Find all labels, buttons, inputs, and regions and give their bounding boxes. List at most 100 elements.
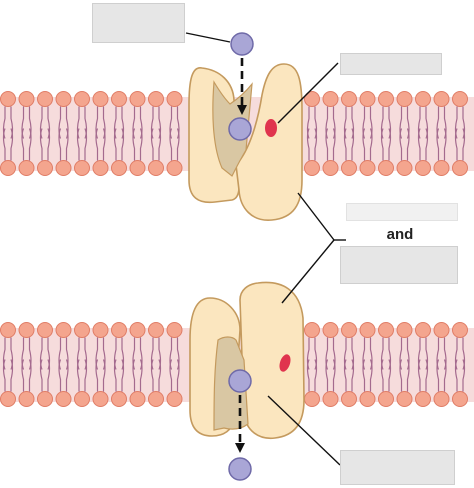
lipid-tail <box>84 337 88 370</box>
lipid-tail <box>425 106 429 139</box>
lipid-tail <box>169 128 173 161</box>
phospholipid-head <box>322 322 339 338</box>
phospholipid-head <box>148 91 164 107</box>
phospholipid-head <box>111 91 127 107</box>
lipid-tail <box>139 106 143 139</box>
lipid-tail <box>343 106 347 139</box>
phospholipid-head <box>92 391 109 407</box>
label-box-binding-site[interactable] <box>340 53 442 75</box>
lipid-tail <box>121 106 125 139</box>
phospholipid-head <box>111 160 127 176</box>
lipid-tail <box>351 106 355 139</box>
lipid-tail <box>65 337 69 370</box>
lipid-tail <box>139 359 143 392</box>
phospholipid-head <box>341 391 357 407</box>
lipid-tail <box>150 337 154 370</box>
lipid-tail <box>332 359 336 392</box>
lipid-tail <box>443 359 447 392</box>
phospholipid-head <box>18 91 35 107</box>
label-box-term-two[interactable] <box>340 246 458 284</box>
lipid-tail <box>362 337 366 370</box>
label-box-released-solute[interactable] <box>340 450 455 485</box>
solute-bound-icon <box>228 117 252 141</box>
lipid-tail <box>380 106 384 139</box>
phospholipid-head <box>378 91 394 107</box>
lipid-tail <box>306 128 310 161</box>
lipid-tail <box>325 359 329 392</box>
lipid-tail <box>84 106 88 139</box>
phospholipid-tails <box>2 106 466 161</box>
phospholipid-tails <box>2 337 466 392</box>
phospholipid-head <box>0 160 16 176</box>
lipid-tail <box>399 337 403 370</box>
phospholipid-head <box>322 391 339 407</box>
carrier-protein-open-outside <box>188 63 303 221</box>
leader-line-protein-top <box>297 192 335 241</box>
phospholipid-head <box>55 160 72 176</box>
lipid-tail <box>39 106 43 139</box>
lipid-tail <box>158 128 162 161</box>
phospholipid-head <box>0 391 16 407</box>
lipid-tail <box>113 128 117 161</box>
lipid-tail <box>121 359 125 392</box>
lipid-tail <box>454 337 458 370</box>
protein-right-subunit <box>239 281 305 439</box>
label-box-term-one[interactable] <box>346 203 458 221</box>
protein-right-subunit <box>235 63 303 221</box>
lipid-tail <box>314 128 318 161</box>
phospholipid-head <box>452 322 468 338</box>
lipid-tail <box>10 106 14 139</box>
lipid-tail <box>132 359 136 392</box>
lipid-tail <box>102 106 106 139</box>
lipid-tail <box>39 337 43 370</box>
lipid-tail <box>306 359 310 392</box>
lipid-tail <box>314 359 318 392</box>
phospholipid-head <box>37 322 53 338</box>
lipid-tail <box>399 128 403 161</box>
lipid-tail <box>139 128 143 161</box>
lipid-tail <box>369 106 373 139</box>
lipid-tail <box>380 359 384 392</box>
lipid-tail <box>76 359 80 392</box>
lipid-tail <box>102 337 106 370</box>
lipid-tail <box>139 337 143 370</box>
phospholipid-head <box>148 160 164 176</box>
lipid-tail <box>399 359 403 392</box>
lipid-tail <box>406 128 410 161</box>
lipid-tail <box>425 337 429 370</box>
lipid-tail <box>343 359 347 392</box>
phospholipid-head <box>166 91 183 107</box>
lipid-tail <box>47 359 51 392</box>
leader-line-binding-site <box>277 62 339 124</box>
lipid-tail <box>351 337 355 370</box>
lipid-tail <box>121 337 125 370</box>
solute-outside-icon <box>230 32 254 56</box>
phospholipid-head <box>37 160 53 176</box>
label-box-solute[interactable] <box>92 3 185 43</box>
phospholipid-head <box>304 391 320 407</box>
lipid-tail <box>102 128 106 161</box>
phospholipid-head <box>18 391 35 407</box>
lipid-tail <box>2 359 6 392</box>
lipid-tail <box>176 359 180 392</box>
lipid-tail <box>113 106 117 139</box>
lipid-tail <box>2 128 6 161</box>
lipid-tail <box>158 359 162 392</box>
lipid-tail <box>388 106 392 139</box>
lipid-tail <box>58 128 62 161</box>
lipid-tail <box>462 359 466 392</box>
lipid-tail <box>150 359 154 392</box>
lipid-tail <box>28 106 32 139</box>
lipid-tail <box>436 106 440 139</box>
phospholipid-head <box>92 322 109 338</box>
lipid-tail <box>132 106 136 139</box>
phospholipid-head <box>0 322 16 338</box>
lipid-tail <box>406 337 410 370</box>
lipid-tail <box>314 106 318 139</box>
lipid-tail <box>332 128 336 161</box>
phospholipid-head <box>55 322 72 338</box>
phospholipid-head <box>322 91 339 107</box>
lipid-tail <box>388 337 392 370</box>
phospholipid-heads <box>0 322 468 407</box>
phospholipid-head <box>378 160 394 176</box>
